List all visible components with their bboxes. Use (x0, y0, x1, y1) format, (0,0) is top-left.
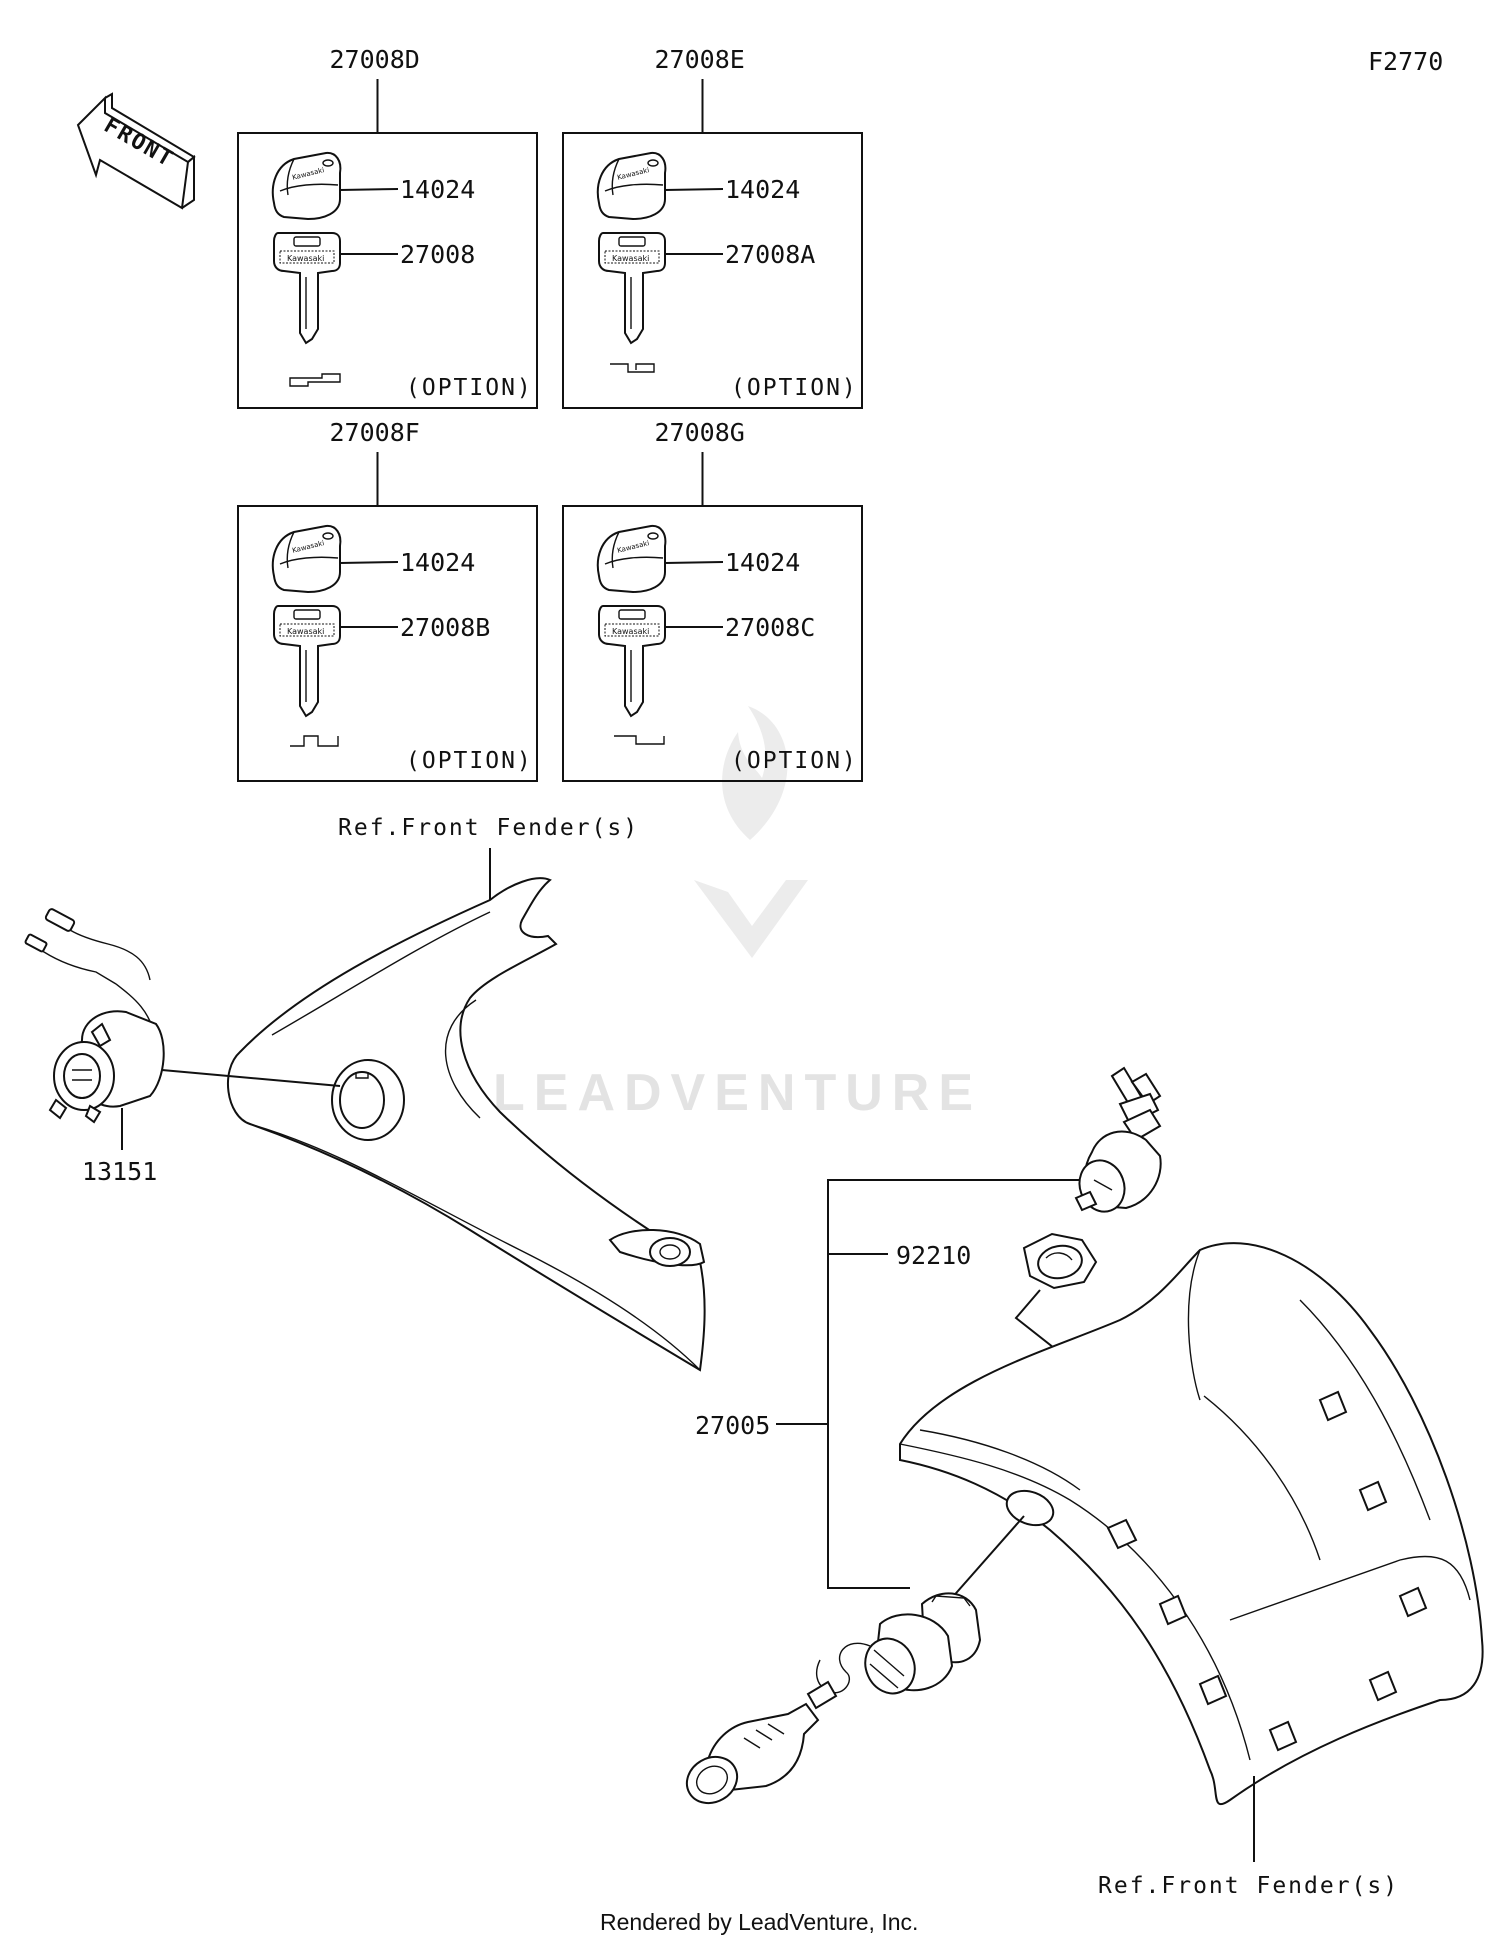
knob-icon (596, 151, 667, 220)
key-part-number: 27008B (400, 613, 490, 642)
key-icon (273, 232, 341, 344)
knob-icon (271, 524, 342, 593)
kit-part-number: 27008G (655, 418, 745, 447)
knob-part-number: 14024 (400, 548, 475, 577)
figure-code: F2770 (1368, 47, 1443, 76)
key-icon (598, 232, 666, 344)
key-profile-icon (289, 373, 341, 387)
option-note: (OPTION) (731, 748, 858, 774)
left-assembly: Ref.Front Fender(s) (24, 815, 706, 1372)
ignition-switch-27005 (685, 1592, 982, 1805)
option-note: (OPTION) (731, 375, 858, 401)
key-part-number: 27008A (725, 240, 815, 269)
kit-box (562, 132, 863, 409)
ignition-key-set (1074, 1066, 1162, 1213)
nut-part-number: 92210 (896, 1241, 971, 1270)
watermark-brand: LEADVENTURE (493, 1064, 982, 1122)
key-profile-icon (610, 363, 655, 373)
footer-credit: Rendered by LeadVenture, Inc. (600, 1909, 918, 1935)
key-profile-icon (614, 735, 665, 745)
kit-box (562, 505, 863, 782)
option-note: (OPTION) (406, 748, 533, 774)
lock-nut-92210 (1022, 1232, 1098, 1290)
right-ref-label: Ref.Front Fender(s) (1098, 1873, 1399, 1899)
key-profile-icon (290, 735, 339, 747)
front-arrow-label: FRONT (100, 113, 179, 173)
option-kit-2: 27008E 14024 27008A (OPTION) (562, 45, 863, 409)
right-assembly: 92210 27005 (685, 1066, 1484, 1899)
left-ref-label: Ref.Front Fender(s) (338, 815, 639, 841)
option-kit-3: 27008F 14024 27008B (OPTION) (237, 418, 538, 782)
option-kit-1: 27008D 14024 27008 (OPTION) (237, 45, 538, 409)
key-part-number: 27008 (400, 240, 475, 269)
kit-part-number: 27008F (330, 418, 420, 447)
knob-part-number: 14024 (400, 175, 475, 204)
left-switch-part-number: 13151 (82, 1157, 157, 1186)
ignition-switch-13151 (24, 908, 341, 1124)
option-note: (OPTION) (406, 375, 533, 401)
kit-box (237, 505, 538, 782)
front-arrow-icon: FRONT (76, 92, 196, 210)
kit-box (237, 132, 538, 409)
flame-v-logo-icon (722, 706, 788, 840)
knob-part-number: 14024 (725, 548, 800, 577)
key-icon (273, 605, 341, 717)
right-fender (899, 1242, 1484, 1806)
switch-assembly-part-number: 27005 (695, 1411, 770, 1440)
key-icon (598, 605, 666, 717)
option-kit-4: 27008G 14024 27008C (OPTION) (562, 418, 863, 782)
knob-icon (271, 151, 342, 220)
key-part-number: 27008C (725, 613, 815, 642)
watermark: LEADVENTURE (493, 706, 982, 1122)
kit-part-number: 27008D (330, 45, 420, 74)
front-fender-panel (226, 877, 706, 1372)
kit-part-number: 27008E (655, 45, 745, 74)
knob-icon (596, 524, 667, 593)
knob-part-number: 14024 (725, 175, 800, 204)
